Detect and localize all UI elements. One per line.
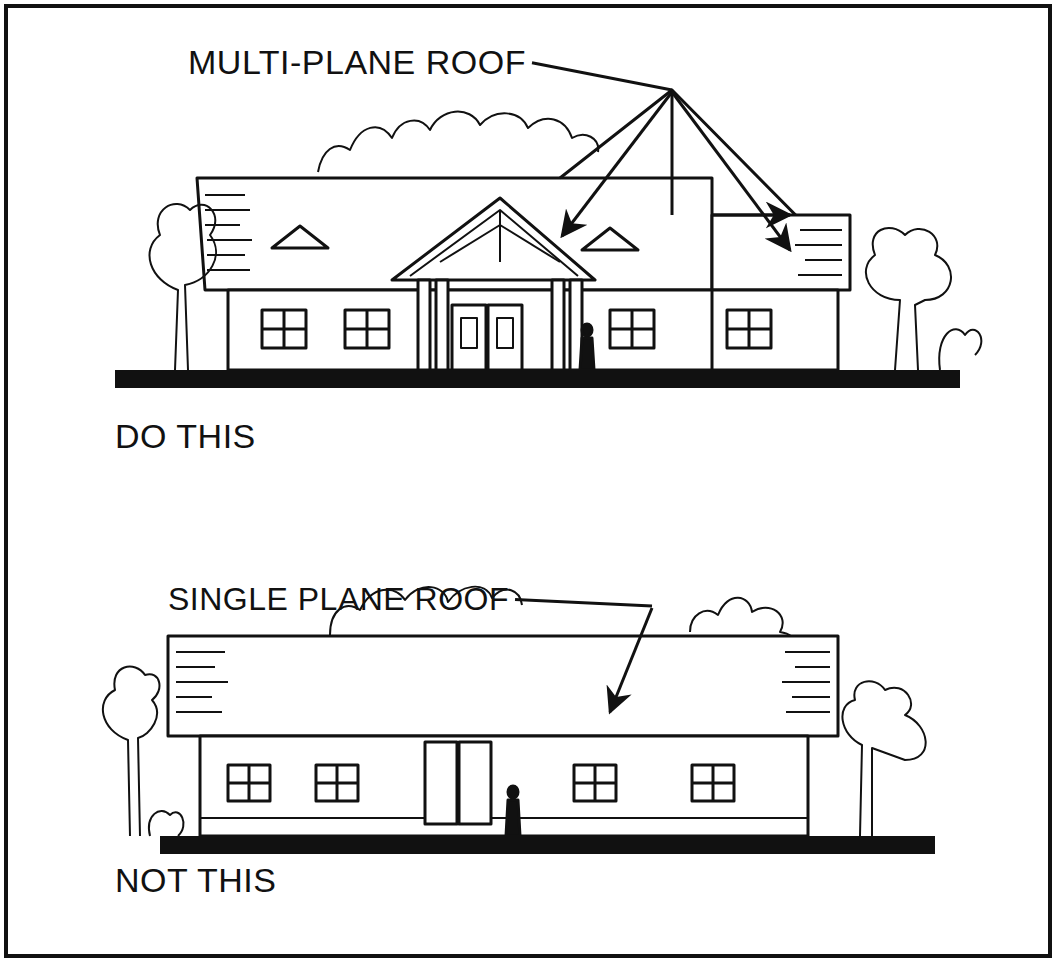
- single-plane-house: [103, 587, 935, 854]
- leader-lines: [515, 63, 672, 606]
- caption-label: DO THIS: [115, 418, 256, 455]
- multi-plane-house: [115, 90, 981, 388]
- caption-label: NOT THIS: [115, 862, 276, 899]
- leader-line: [515, 600, 652, 606]
- frame: [6, 6, 1050, 956]
- callout-label: SINGLE PLANE ROOF: [168, 582, 509, 617]
- callout-label: MULTI-PLANE ROOF: [188, 44, 526, 81]
- leader-line: [532, 63, 672, 90]
- pointer-arrows: [562, 92, 790, 712]
